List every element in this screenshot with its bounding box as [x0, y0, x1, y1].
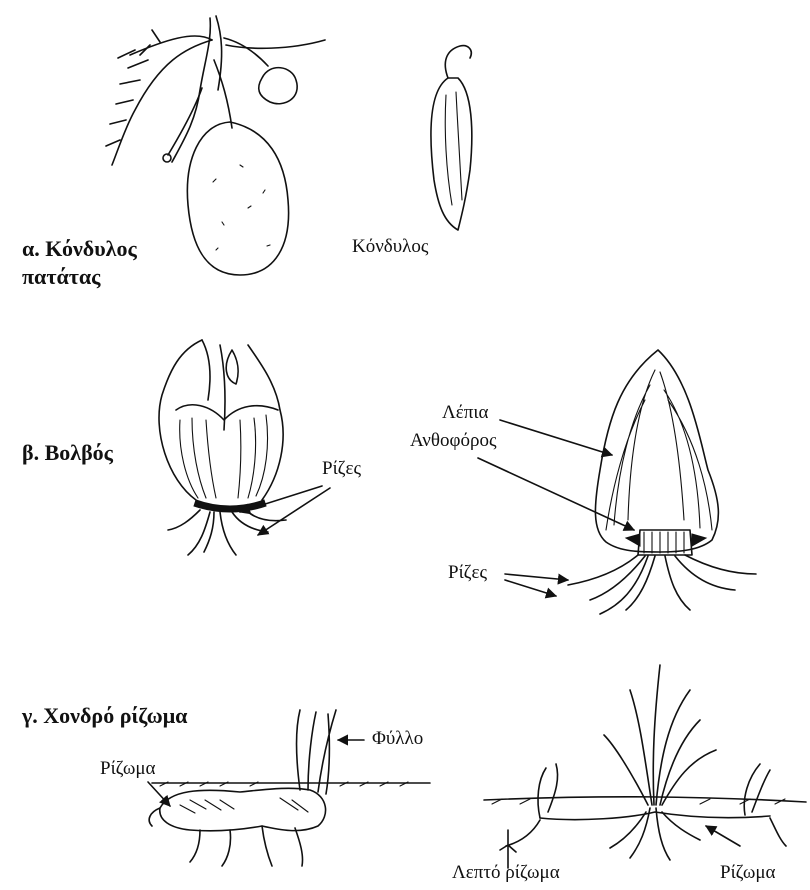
- heading-bulb: β. Βολβός: [22, 440, 113, 466]
- bulb-section-drawing: [568, 350, 756, 614]
- potato-plant-drawing: [106, 16, 325, 275]
- leader-arrows: [148, 420, 740, 846]
- pepper-tuber-drawing: [431, 46, 472, 230]
- label-leaf: Φύλλο: [372, 728, 423, 750]
- roots-right-arrow-2: [505, 580, 556, 596]
- label-scales: Λέπια: [442, 402, 488, 424]
- label-rhizome-right: Ρίζωμα: [720, 862, 776, 884]
- label-thin-rhizome: Λεπτό ρίζωμα: [452, 862, 560, 884]
- rhizome-left-arrow: [148, 782, 170, 806]
- label-roots-right: Ρίζες: [448, 562, 487, 584]
- heading-potato-tuber: α. Κόνδυλος: [22, 236, 137, 262]
- label-rhizome-left: Ρίζωμα: [100, 758, 156, 780]
- roots-left-arrow-1: [240, 486, 322, 512]
- roots-right-arrow-1: [505, 574, 568, 580]
- heading-thick-rhizome: γ. Χονδρό ρίζωμα: [22, 703, 187, 729]
- label-tuber: Κόνδυλος: [352, 236, 428, 258]
- heading-potato-tuber-line2: πατάτας: [22, 264, 100, 290]
- flowering-arrow: [478, 458, 634, 530]
- bulb-left-drawing: [159, 340, 286, 555]
- label-flowering: Ανθοφόρος: [410, 430, 496, 452]
- label-roots-left: Ρίζες: [322, 458, 361, 480]
- rhizome-right-arrow: [706, 826, 740, 846]
- rhizome-right-drawing: [484, 665, 806, 868]
- scales-arrow: [500, 420, 612, 455]
